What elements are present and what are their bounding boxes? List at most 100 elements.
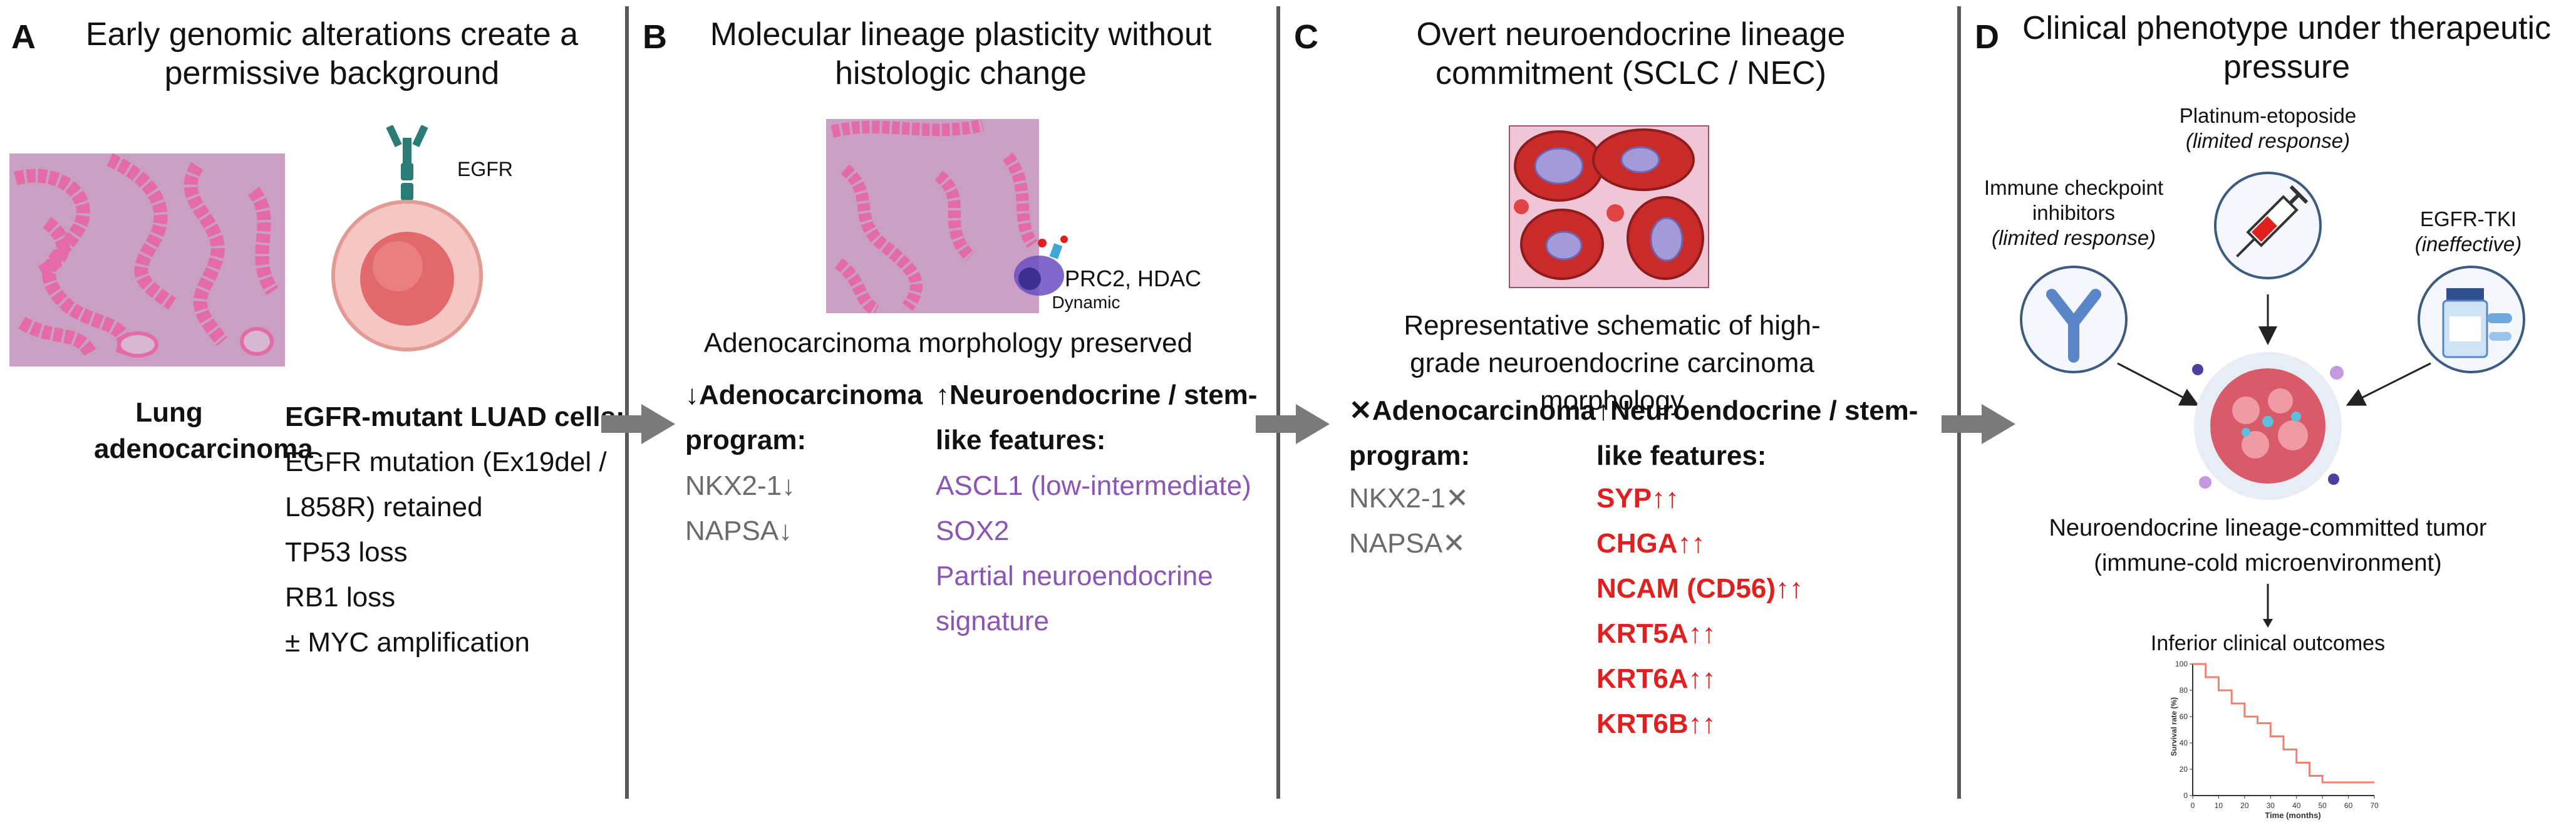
arrow-bc-icon — [1256, 404, 1330, 444]
pill-bottle-icon — [2418, 266, 2525, 373]
marker-item: NAPSA↓ — [685, 516, 793, 546]
kaplan-meier-chart: 0 10 20 30 40 50 60 70 0 20 40 60 80 100 Time (months… — [2170, 660, 2379, 820]
marker-item: KRT6B↑↑ — [1596, 708, 1716, 739]
egfr-label: EGFR — [457, 158, 513, 180]
label-line: inhibitors — [2032, 201, 2116, 224]
km-y-tick-label: 40 — [2180, 739, 2188, 747]
marker-item: signature — [936, 606, 1050, 636]
survival-curve — [2193, 663, 2374, 784]
km-y-tick-label: 20 — [2180, 765, 2188, 774]
alteration-item: EGFR mutation (Ex19del / — [285, 447, 607, 477]
heading-line: like features: — [1596, 440, 1767, 471]
label-line: Platinum-etoposide — [2179, 104, 2357, 127]
km-x-tick-label: 0 — [2191, 801, 2195, 810]
label-line: Immune checkpoint — [1984, 176, 2164, 199]
panel-b-title: Molecular lineage plasticity without his… — [710, 16, 1212, 91]
divider-cd — [1957, 6, 1961, 799]
dynamic-label: Dynamic — [1052, 293, 1120, 312]
km-x-label: Time (months) — [2265, 811, 2320, 820]
adeno-markers-loss-list: NKX2-1✕ NAPSA✕ — [1349, 476, 1469, 566]
divider-ab — [625, 6, 629, 799]
panel-c: C Overt neuroendocrine lineage commitmen… — [1280, 0, 1957, 825]
marker-item: NKX2-1↓ — [685, 470, 796, 501]
egfr-cells-list: EGFR mutation (Ex19del / L858R) retained… — [285, 440, 607, 665]
alteration-item: RB1 loss — [285, 582, 396, 613]
panel-d-title: Clinical phenotype under therapeutic pre… — [2022, 10, 2552, 85]
panel-c-title: Overt neuroendocrine lineage commitment … — [1416, 16, 1846, 91]
panel-b: B Molecular lineage plasticity without h… — [629, 0, 1280, 825]
marker-item: KRT5A↑↑ — [1596, 618, 1716, 649]
adeno-program-down-heading: ↓Adenocarcinoma program: — [685, 373, 923, 463]
heading-line: ↓Adenocarcinoma — [685, 380, 923, 410]
divider-bc — [1276, 6, 1280, 799]
panel-a-letter: A — [11, 18, 36, 56]
panel-b-letter: B — [643, 18, 667, 56]
marker-item: KRT6A↑↑ — [1596, 663, 1716, 694]
km-x-tick-label: 20 — [2240, 801, 2249, 810]
tki-label: EGFR-TKI (ineffective) — [2387, 207, 2550, 257]
marker-item: ASCL1 (low-intermediate) — [936, 470, 1251, 501]
panel-d: D Clinical phenotype under therapeutic p… — [1961, 0, 2576, 825]
outcome-arrow — [2263, 584, 2273, 628]
km-x-tick-label: 60 — [2344, 801, 2353, 810]
heading-line: like features: — [936, 425, 1106, 455]
tumor-illustration — [2192, 352, 2344, 500]
arrow-cd-icon — [1942, 404, 2015, 444]
marker-item: NCAM (CD56)↑↑ — [1596, 573, 1803, 604]
alteration-item: TP53 loss — [285, 537, 408, 568]
km-y-tick-label: 100 — [2175, 660, 2188, 668]
marker-item: Partial neuroendocrine — [936, 561, 1213, 591]
km-x-tick-label: 30 — [2267, 801, 2275, 810]
heading-line: ✕Adenocarcinoma — [1349, 395, 1596, 426]
panel-c-letter: C — [1294, 18, 1318, 56]
km-y-tick-label: 80 — [2180, 686, 2188, 695]
egfr-cells-heading: EGFR-mutant LUAD cells: — [285, 402, 625, 432]
ne-features-up-list: ASCL1 (low-intermediate) SOX2 Partial ne… — [936, 464, 1251, 644]
marker-item: CHGA↑↑ — [1596, 528, 1705, 559]
km-x-tick-label: 50 — [2318, 801, 2327, 810]
ne-morphology-caption: Representative schematic of high-grade n… — [1404, 310, 1821, 416]
km-x-tick-label: 70 — [2370, 801, 2379, 810]
marker-item: SOX2 — [936, 516, 1010, 546]
label-line: (ineffective) — [2414, 232, 2522, 256]
marker-item: NAPSA✕ — [1349, 528, 1466, 559]
antibody-icon — [2020, 266, 2128, 373]
ne-features-up-heading: ↑Neuroendocrine / stem- like features: — [936, 373, 1257, 463]
epigenetic-modifier-icon — [1014, 236, 1068, 296]
panel-d-letter: D — [1975, 18, 1999, 56]
lung-adenocarcinoma-caption: Lung adenocarcinoma — [94, 397, 313, 464]
km-x-tick-label: 40 — [2292, 801, 2301, 810]
chemo-label: Platinum-etoposide (limited response) — [2161, 103, 2374, 153]
marker-item: NKX2-1✕ — [1349, 483, 1469, 514]
km-x-tick-label: 10 — [2215, 801, 2223, 810]
label-line: EGFR-TKI — [2420, 207, 2517, 231]
morphology-preserved-caption: Adenocarcinoma morphology preserved — [703, 328, 1193, 358]
alteration-item: ± MYC amplification — [285, 627, 530, 658]
label-line: (limited response) — [1991, 226, 2156, 249]
ne-features-strong-list: SYP↑↑ CHGA↑↑ NCAM (CD56)↑↑ KRT5A↑↑ KRT6A… — [1596, 476, 1803, 747]
prc2-hdac-label: PRC2, HDAC — [1065, 266, 1202, 291]
heading-line: ↑Neuroendocrine / stem- — [1596, 395, 1918, 426]
adeno-markers-down-list: NKX2-1↓ NAPSA↓ — [685, 464, 795, 554]
arrow-ab-icon — [601, 404, 675, 444]
adenocarcinoma-tissue-illustration — [826, 119, 1039, 313]
syringe-icon — [2214, 172, 2322, 279]
heading-line: program: — [1349, 440, 1471, 471]
km-y-label: Survival rate (%) — [2170, 697, 2178, 756]
therapy-arrows — [2117, 294, 2431, 406]
lung-tissue-illustration — [9, 153, 285, 366]
egfr-mutant-cell-illustration — [331, 125, 483, 351]
label-line: (limited response) — [2185, 129, 2351, 152]
km-y-tick-label: 0 — [2183, 791, 2188, 800]
adeno-program-loss-heading: ✕Adenocarcinoma program: — [1349, 388, 1596, 479]
caption-line: Neuroendocrine lineage-committed tumor — [2049, 515, 2487, 541]
km-y-tick-label: 60 — [2180, 712, 2188, 721]
heading-line: program: — [685, 425, 807, 455]
panel-a: A Early genomic alterations create a per… — [0, 0, 625, 825]
caption-line: (immune-cold microenvironment) — [2094, 550, 2442, 576]
icb-label: Immune checkpoint inhibitors (limited re… — [1973, 175, 2174, 251]
ne-carcinoma-morphology-illustration — [1509, 125, 1709, 288]
heading-line: ↑Neuroendocrine / stem- — [936, 380, 1258, 410]
panel-a-title: Early genomic alterations create a permi… — [85, 16, 579, 91]
ne-features-strong-heading: ↑Neuroendocrine / stem- like features: — [1596, 388, 1918, 479]
